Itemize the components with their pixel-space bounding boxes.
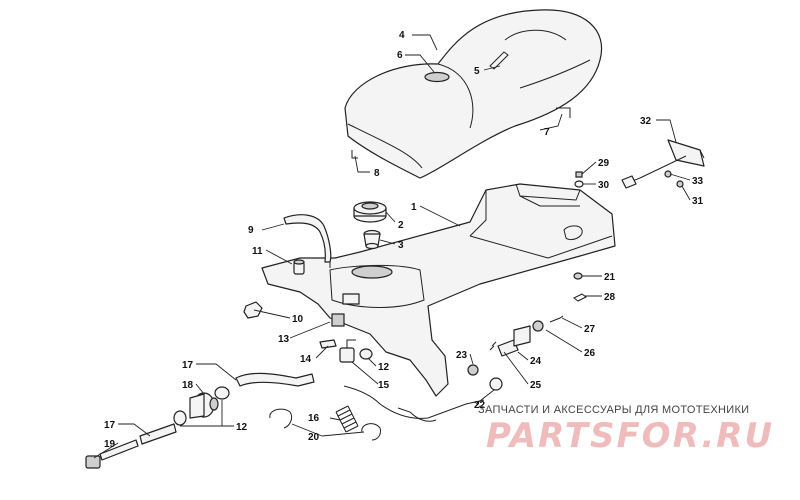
callout-6: 6 xyxy=(397,50,403,61)
mounting-bracket xyxy=(513,325,531,347)
callout-32: 32 xyxy=(640,116,652,127)
callout-3: 3 xyxy=(398,240,404,251)
seat-pin xyxy=(556,107,571,118)
rivet-30 xyxy=(574,180,584,188)
callout-25: 25 xyxy=(530,380,542,391)
callout-30: 30 xyxy=(598,180,610,191)
drain-plug xyxy=(467,364,479,376)
valve-fitting xyxy=(359,348,373,360)
callout-20: 20 xyxy=(308,432,320,443)
fuel-gauge-assembly xyxy=(621,139,705,189)
callout-8: 8 xyxy=(374,168,380,179)
vent-hose xyxy=(283,214,332,263)
callout-23: 23 xyxy=(456,350,468,361)
callout-18: 18 xyxy=(182,380,194,391)
tank-vent-port xyxy=(342,293,360,305)
filler-ring xyxy=(363,229,381,250)
fuel-fitting xyxy=(489,339,519,357)
fuel-pickup xyxy=(85,439,139,469)
watermark-caption: ЗАПЧАСТИ И АКСЕССУАРЫ ДЛЯ МОТОТЕХНИКИ xyxy=(478,404,750,416)
fuel-filter xyxy=(189,392,219,419)
fuel-hose-upper xyxy=(235,372,315,387)
callout-9: 9 xyxy=(248,225,254,236)
callout-31: 31 xyxy=(692,196,704,207)
callout-26: 26 xyxy=(584,348,596,359)
leader-lines xyxy=(93,34,691,459)
watermark-logo: PARTSFOR.RU xyxy=(486,416,775,456)
callout-7: 7 xyxy=(544,127,550,138)
callout-12-valve: 12 xyxy=(378,362,390,373)
callout-13: 13 xyxy=(278,334,290,345)
callout-10: 10 xyxy=(292,314,304,325)
seat-bracket xyxy=(351,150,358,159)
washer-21 xyxy=(573,272,583,280)
callout-27: 27 xyxy=(584,324,596,335)
seat xyxy=(344,9,603,179)
hose-clamp-left xyxy=(269,408,293,429)
callout-16: 16 xyxy=(308,413,320,424)
callout-15: 15 xyxy=(378,380,390,391)
fuel-gauge-sender xyxy=(331,313,345,327)
callout-11: 11 xyxy=(252,246,263,257)
fuel-tank xyxy=(261,183,616,397)
hose-fitting-lower xyxy=(214,386,230,400)
drain-line xyxy=(343,385,485,419)
callout-22: 22 xyxy=(474,400,486,411)
grommet xyxy=(532,320,544,332)
filler-neck-opening xyxy=(351,265,393,279)
drain-fitting xyxy=(489,377,503,391)
washer-28 xyxy=(573,293,587,302)
callout-17-lower: 17 xyxy=(104,420,116,431)
seat-latch-cup xyxy=(424,71,450,83)
mount-screw xyxy=(549,315,564,323)
fuel-hose-lower xyxy=(139,423,177,445)
speed-nut xyxy=(243,301,263,319)
callout-33: 33 xyxy=(692,176,704,187)
callout-19: 19 xyxy=(104,439,116,450)
callout-29: 29 xyxy=(598,158,610,169)
hose-clamp-bracket xyxy=(319,339,337,349)
callout-labels: 4 6 5 7 8 1 2 3 9 11 10 13 14 12 15 17 1… xyxy=(104,30,704,450)
callout-5: 5 xyxy=(474,66,480,77)
nut-29 xyxy=(575,171,583,178)
callout-17-upper: 17 xyxy=(182,360,194,371)
hose-fitting xyxy=(293,259,305,275)
callout-4: 4 xyxy=(399,30,405,41)
fuel-cap xyxy=(353,201,387,223)
gauge-washer-31 xyxy=(676,180,684,188)
callout-24: 24 xyxy=(530,356,542,367)
shutoff-valve xyxy=(339,339,373,363)
hose-clamp-right xyxy=(361,423,381,441)
callout-21: 21 xyxy=(604,272,616,283)
tank-badge xyxy=(563,225,583,241)
callout-1: 1 xyxy=(411,202,417,213)
hose-fitting-filter xyxy=(173,410,187,426)
spring xyxy=(335,405,359,433)
callout-2: 2 xyxy=(398,220,404,231)
callout-14: 14 xyxy=(300,354,312,365)
callout-12-filter: 12 xyxy=(236,422,248,433)
callout-28: 28 xyxy=(604,292,616,303)
